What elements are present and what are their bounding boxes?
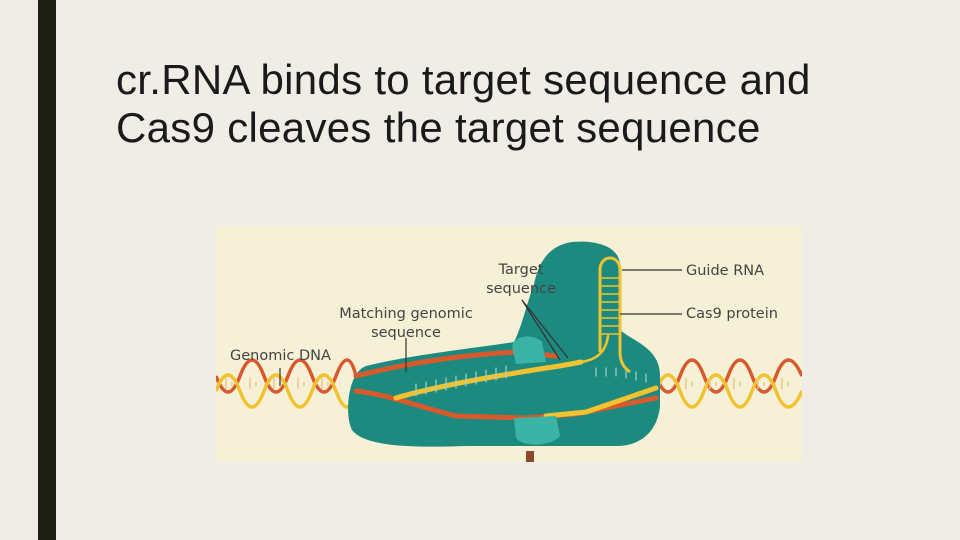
dna-helix-left	[216, 360, 356, 407]
label-matching-genomic-2: sequence	[371, 325, 441, 341]
label-cas9-protein: Cas9 protein	[686, 306, 778, 322]
nuclease-lobe-bottom	[514, 416, 560, 445]
crispr-illustration: Target sequence Matching genomic sequenc…	[216, 226, 802, 462]
crispr-diagram: Target sequence Matching genomic sequenc…	[216, 226, 802, 462]
cut-marker	[526, 451, 534, 462]
dna-helix-right	[656, 360, 802, 407]
title-line-1: cr.RNA binds to target sequence and	[116, 56, 916, 104]
title-line-2: Cas9 cleaves the target sequence	[116, 104, 916, 152]
label-genomic-dna: Genomic DNA	[230, 348, 331, 364]
label-target-sequence-2: sequence	[486, 281, 556, 297]
slide-title: cr.RNA binds to target sequence and Cas9…	[116, 56, 916, 152]
label-target-sequence-1: Target	[498, 262, 544, 278]
accent-bar	[38, 0, 56, 540]
label-guide-rna: Guide RNA	[686, 263, 764, 279]
label-matching-genomic-1: Matching genomic	[339, 306, 473, 322]
